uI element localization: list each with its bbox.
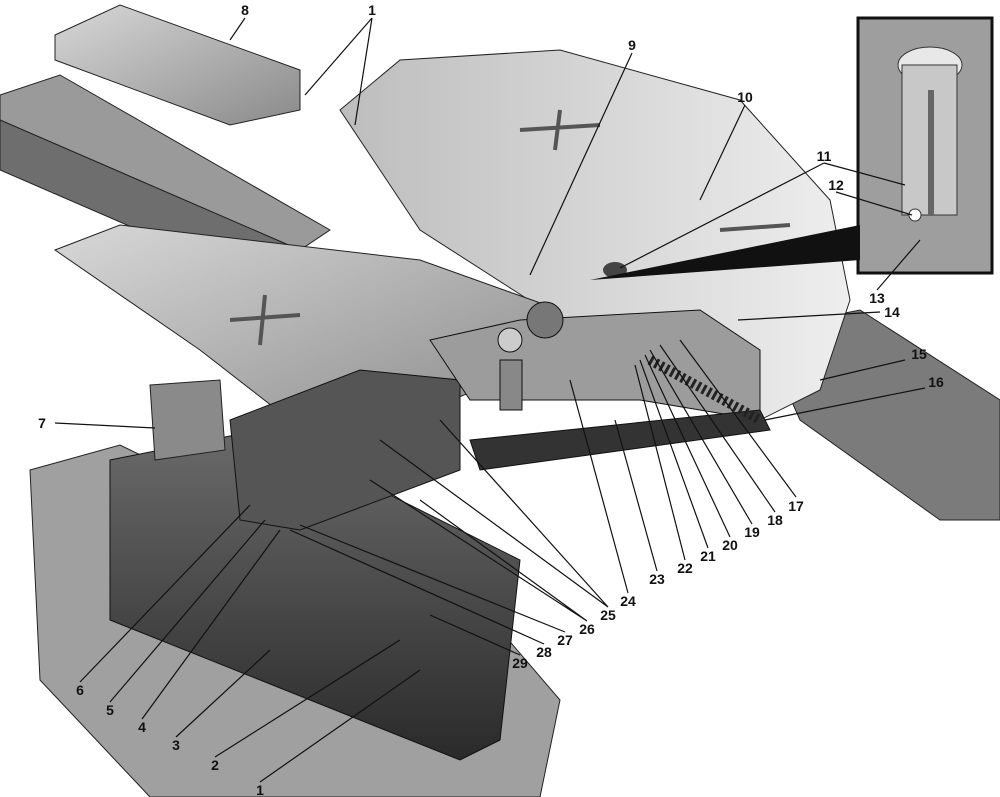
callout-19: 19 bbox=[744, 524, 760, 540]
callout-7: 7 bbox=[38, 415, 46, 431]
callout-1-top: 1 bbox=[368, 2, 376, 18]
callout-24: 24 bbox=[620, 593, 636, 609]
callout-1-bottom: 1 bbox=[256, 782, 264, 797]
callout-27: 27 bbox=[557, 632, 573, 648]
lower-rail bbox=[29, 379, 561, 797]
callout-15: 15 bbox=[911, 346, 927, 362]
callout-23: 23 bbox=[649, 571, 665, 587]
callout-9: 9 bbox=[628, 37, 636, 53]
callout-4: 4 bbox=[138, 719, 146, 735]
callout-28: 28 bbox=[536, 644, 552, 660]
callout-12: 12 bbox=[828, 177, 844, 193]
callout-11: 11 bbox=[816, 148, 832, 164]
detail-inset bbox=[590, 16, 994, 280]
callout-17: 17 bbox=[788, 498, 804, 514]
callout-26: 26 bbox=[579, 621, 595, 637]
callout-14: 14 bbox=[884, 304, 900, 320]
bracket bbox=[149, 379, 226, 461]
callout-13: 13 bbox=[869, 290, 885, 306]
callout-3: 3 bbox=[172, 737, 180, 753]
latch-mechanism bbox=[229, 301, 771, 531]
callout-18: 18 bbox=[767, 512, 783, 528]
leader-lines bbox=[54, 17, 926, 783]
callout-20: 20 bbox=[722, 537, 738, 553]
callout-22: 22 bbox=[677, 560, 693, 576]
callout-2: 2 bbox=[211, 757, 219, 773]
callout-16: 16 bbox=[928, 374, 944, 390]
callout-25: 25 bbox=[600, 607, 616, 623]
callout-5: 5 bbox=[106, 702, 114, 718]
callout-10: 10 bbox=[737, 89, 753, 105]
callout-21: 21 bbox=[700, 548, 716, 564]
callout-6: 6 bbox=[76, 682, 84, 698]
callout-29: 29 bbox=[512, 655, 528, 671]
callout-8: 8 bbox=[241, 2, 249, 18]
